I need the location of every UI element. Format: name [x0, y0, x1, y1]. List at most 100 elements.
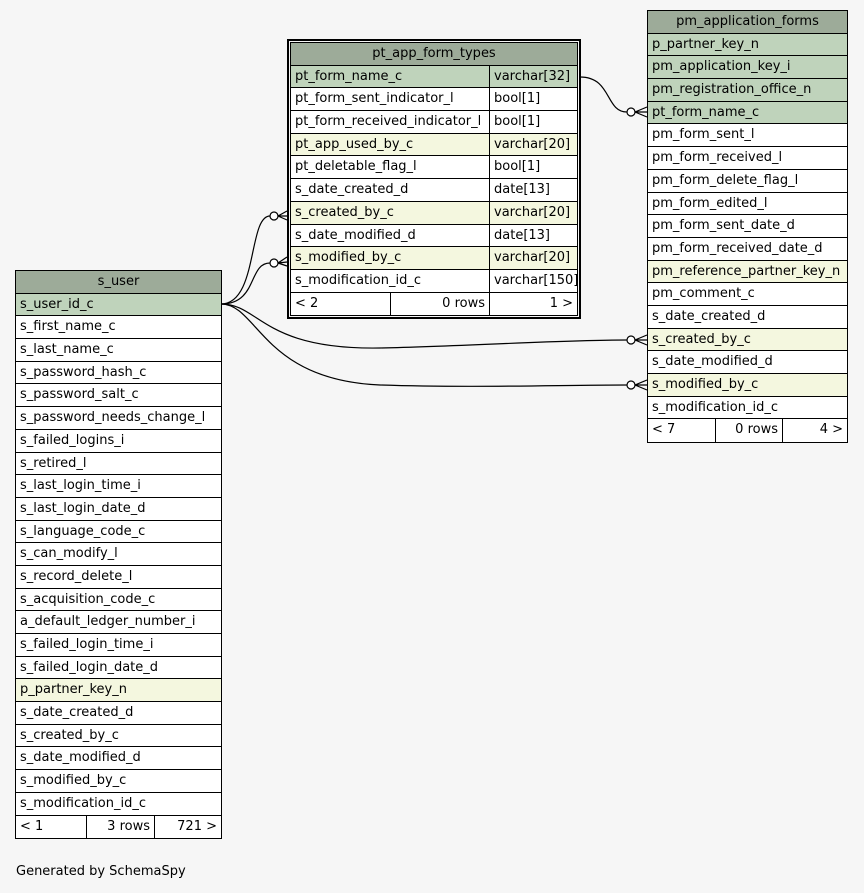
column-row[interactable]: pt_form_received_indicator_l bool[1]	[291, 111, 577, 134]
column-row[interactable]: s_user_id_c	[16, 293, 221, 317]
column-row[interactable]: pm_form_sent_date_d	[648, 215, 847, 238]
column-name: pm_form_received_date_d	[652, 240, 823, 256]
column-row[interactable]: pm_form_received_l	[648, 147, 847, 170]
column-row[interactable]: s_date_modified_d	[16, 747, 221, 771]
column-name: s_modification_id_c	[295, 272, 421, 288]
column-row[interactable]: pm_reference_partner_key_n	[648, 260, 847, 284]
relation-pt-form-name	[579, 76, 628, 113]
column-row[interactable]: s_failed_login_time_i	[16, 634, 221, 657]
table-name: s_user	[97, 274, 140, 289]
column-type: varchar[20]	[489, 201, 577, 224]
column-name: s_failed_login_time_i	[20, 637, 154, 652]
column-row[interactable]: s_last_login_time_i	[16, 475, 221, 498]
column-row[interactable]: s_password_salt_c	[16, 384, 221, 408]
column-row[interactable]: pm_form_delete_flag_l	[648, 170, 847, 193]
column-name: s_last_login_date_d	[20, 500, 146, 516]
column-name: pt_form_sent_indicator_l	[295, 91, 454, 107]
children-count-link[interactable]: 4 >	[782, 419, 847, 443]
table-header: pm_application_forms	[648, 11, 847, 34]
column-row[interactable]: s_date_modified_d	[648, 351, 847, 374]
column-name: s_created_by_c	[20, 727, 119, 743]
column-name: s_record_delete_l	[20, 568, 133, 584]
column-name: pm_form_edited_l	[652, 195, 768, 211]
column-row[interactable]: pm_registration_office_n	[648, 79, 847, 102]
column-type: varchar[20]	[489, 133, 577, 156]
column-name: s_failed_login_date_d	[20, 659, 159, 675]
column-row[interactable]: pm_application_key_i	[648, 56, 847, 80]
column-name: pt_form_received_indicator_l	[295, 114, 482, 130]
column-name: s_password_hash_c	[20, 364, 147, 380]
relation-s-user-modified-by-pm	[220, 303, 628, 387]
column-name: pt_deletable_flag_l	[295, 159, 417, 175]
column-row[interactable]: s_record_delete_l	[16, 566, 221, 589]
column-name: pt_app_used_by_c	[295, 136, 414, 152]
column-row[interactable]: s_modification_id_c	[16, 793, 221, 816]
column-row[interactable]: s_first_name_c	[16, 316, 221, 340]
table-name: pt_app_form_types	[372, 46, 496, 61]
row-count: 0 rows	[715, 419, 782, 443]
column-row[interactable]: p_partner_key_n	[16, 679, 221, 703]
column-row[interactable]: s_last_name_c	[16, 339, 221, 362]
column-type: date[13]	[489, 224, 577, 247]
column-name: s_date_created_d	[652, 308, 766, 324]
column-row[interactable]: s_modified_by_c	[16, 770, 221, 793]
column-row[interactable]: s_can_modify_l	[16, 543, 221, 566]
column-row[interactable]: pm_form_received_date_d	[648, 238, 847, 261]
parents-count-link[interactable]: < 2	[295, 295, 319, 311]
column-row[interactable]: s_failed_login_date_d	[16, 657, 221, 680]
column-name: s_acquisition_code_c	[20, 591, 156, 607]
column-row[interactable]: p_partner_key_n	[648, 33, 847, 57]
column-name: s_modification_id_c	[20, 795, 146, 811]
column-row[interactable]: pm_comment_c	[648, 283, 847, 306]
column-row[interactable]: s_created_by_c	[16, 725, 221, 748]
table-header: s_user	[16, 271, 221, 294]
table-header: pt_app_form_types	[291, 43, 577, 66]
column-row[interactable]: s_retired_l	[16, 453, 221, 476]
generated-by-label: Generated by SchemaSpy	[16, 864, 186, 879]
column-name: s_date_created_d	[295, 182, 409, 198]
column-row[interactable]: s_date_created_d	[16, 702, 221, 725]
column-row[interactable]: a_default_ledger_number_i	[16, 611, 221, 634]
column-name: s_password_salt_c	[20, 387, 139, 403]
column-row[interactable]: pm_form_sent_l	[648, 124, 847, 148]
column-row[interactable]: s_last_login_date_d	[16, 498, 221, 521]
column-row[interactable]: s_acquisition_code_c	[16, 589, 221, 612]
column-name: s_language_code_c	[20, 523, 146, 539]
parents-count-link[interactable]: < 1	[20, 818, 44, 834]
column-row[interactable]: s_password_hash_c	[16, 362, 221, 385]
column-row[interactable]: pt_form_name_c	[648, 101, 847, 125]
column-row[interactable]: s_date_created_d	[648, 306, 847, 329]
relation-s-user-modified-by-pt	[220, 262, 271, 305]
column-name: p_partner_key_n	[20, 682, 127, 698]
column-name: pm_form_received_l	[652, 150, 783, 166]
column-row[interactable]: s_language_code_c	[16, 521, 221, 544]
row-count: 0 rows	[390, 292, 489, 316]
column-row[interactable]: s_failed_logins_i	[16, 430, 221, 453]
parents-count-link[interactable]: < 7	[652, 422, 676, 438]
column-type: bool[1]	[489, 111, 577, 133]
column-row[interactable]: pt_app_used_by_c varchar[20]	[291, 133, 577, 157]
children-count-link[interactable]: 1 >	[489, 292, 577, 316]
column-name: pm_comment_c	[652, 286, 755, 302]
column-row[interactable]: s_modified_by_c	[648, 374, 847, 397]
relation-s-user-created-by-pt	[220, 215, 271, 305]
children-count-link[interactable]: 721 >	[154, 815, 221, 839]
column-row[interactable]: pm_form_edited_l	[648, 193, 847, 216]
table-name: pm_application_forms	[676, 14, 819, 29]
column-row[interactable]: s_created_by_c	[648, 328, 847, 352]
column-row[interactable]: s_modification_id_c	[648, 397, 847, 420]
column-row[interactable]: s_password_needs_change_l	[16, 407, 221, 430]
